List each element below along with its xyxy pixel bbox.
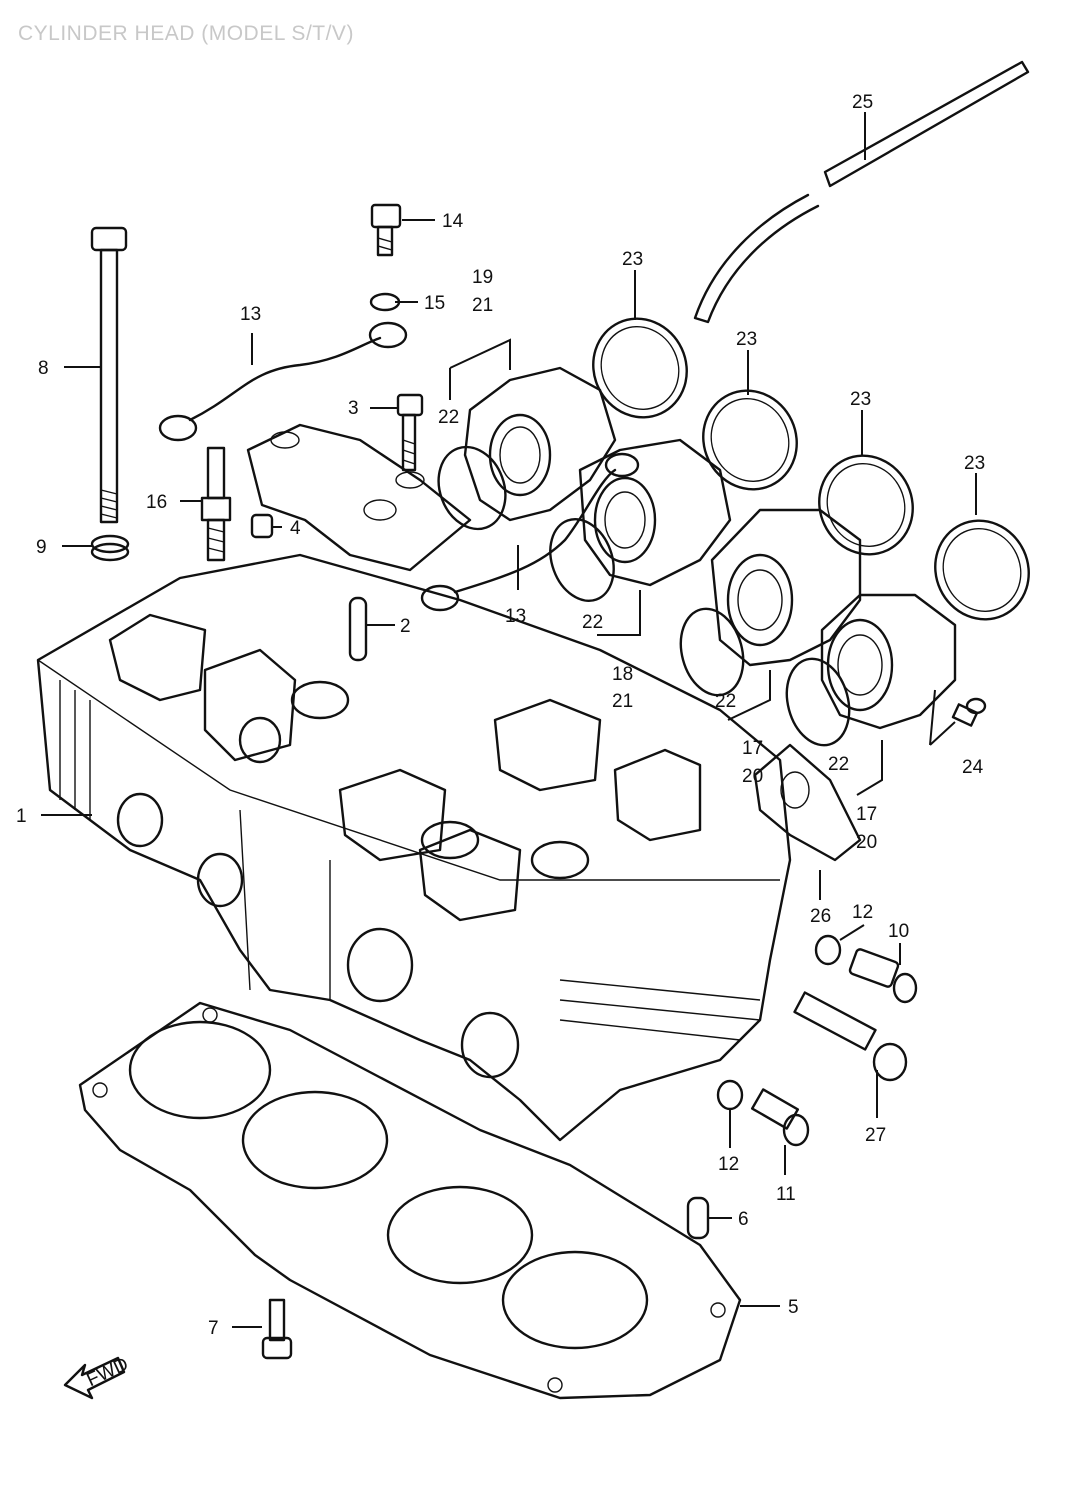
washer-9 bbox=[90, 534, 130, 562]
callout-12-lower: 12 bbox=[718, 1154, 739, 1175]
oil-pipe-lower bbox=[420, 452, 640, 612]
callout-24: 24 bbox=[962, 757, 984, 778]
callout-1: 1 bbox=[16, 806, 27, 827]
callout-5: 5 bbox=[788, 1297, 799, 1318]
callout-23-d: 23 bbox=[964, 453, 985, 474]
callout-7: 7 bbox=[208, 1318, 219, 1339]
callout-26: 26 bbox=[810, 906, 831, 927]
callout-15: 15 bbox=[424, 293, 445, 314]
bolt-27 bbox=[793, 991, 908, 1082]
dowel-pin-6 bbox=[686, 1196, 710, 1240]
callout-25: 25 bbox=[852, 92, 873, 113]
callout-6: 6 bbox=[738, 1209, 749, 1230]
spark-plug bbox=[200, 446, 232, 562]
o-ring-22-d bbox=[785, 657, 851, 747]
o-ring-22-b bbox=[549, 518, 615, 602]
bolt-11 bbox=[750, 1088, 810, 1147]
callout-2: 2 bbox=[400, 616, 411, 637]
o-ring-22-a bbox=[437, 445, 507, 531]
forward-arrow-label: FWD bbox=[84, 1354, 132, 1391]
intake-pipe-3 bbox=[710, 508, 862, 667]
callout-9: 9 bbox=[36, 537, 47, 558]
callout-22-a: 22 bbox=[438, 407, 459, 428]
callout-22-d: 22 bbox=[828, 754, 849, 775]
callout-22-b: 22 bbox=[582, 612, 603, 633]
callout-14: 14 bbox=[442, 211, 464, 232]
washer-12-lower bbox=[716, 1079, 744, 1111]
intake-pipe-2 bbox=[578, 438, 732, 587]
clamp-23-b bbox=[702, 389, 798, 491]
head-bolt bbox=[90, 226, 128, 524]
o-ring-22-c bbox=[679, 607, 745, 697]
callout-3: 3 bbox=[348, 398, 359, 419]
callout-20-b: 20 bbox=[856, 832, 877, 853]
washer-12-upper bbox=[814, 934, 842, 966]
callout-23-a: 23 bbox=[622, 249, 643, 270]
washer-15 bbox=[369, 292, 401, 312]
callouts: 1 2 3 4 5 6 7 8 9 10 11 12 12 13 13 14 1… bbox=[16, 92, 985, 1339]
dowel-pin-4 bbox=[250, 513, 274, 539]
callout-8: 8 bbox=[38, 358, 49, 379]
callout-13-upper: 13 bbox=[240, 304, 261, 325]
clamp-23-a bbox=[592, 317, 688, 419]
callout-23-c: 23 bbox=[850, 389, 871, 410]
callout-16: 16 bbox=[146, 492, 167, 513]
clamp-23-c bbox=[818, 454, 914, 556]
callout-10: 10 bbox=[888, 921, 909, 942]
callout-21-b: 21 bbox=[612, 691, 633, 712]
head-gasket bbox=[78, 1001, 742, 1400]
leader-lines bbox=[41, 112, 977, 1328]
clamp-23-d bbox=[934, 519, 1030, 621]
callout-13-lower: 13 bbox=[505, 606, 526, 627]
callout-21-a: 21 bbox=[472, 295, 493, 316]
callout-4: 4 bbox=[290, 518, 301, 539]
callout-18: 18 bbox=[612, 664, 633, 685]
bolt-7 bbox=[261, 1298, 293, 1360]
callout-17-a: 17 bbox=[742, 738, 763, 759]
forward-arrow-icon: FWD bbox=[63, 1354, 132, 1400]
intake-pipe-4 bbox=[820, 593, 957, 730]
callout-19: 19 bbox=[472, 267, 493, 288]
intake-pipe-1 bbox=[463, 366, 617, 522]
bolt-3 bbox=[396, 393, 424, 472]
callout-23-b: 23 bbox=[736, 329, 757, 350]
callout-20-a: 20 bbox=[742, 766, 763, 787]
oil-pipe-upper bbox=[158, 321, 408, 442]
callout-12-upper: 12 bbox=[852, 902, 873, 923]
camshaft-holder bbox=[246, 423, 472, 572]
diagram-title: CYLINDER HEAD (MODEL S/T/V) bbox=[18, 22, 354, 45]
callout-22-c: 22 bbox=[715, 691, 736, 712]
cylinder-head-body bbox=[36, 553, 792, 1142]
callout-17-b: 17 bbox=[856, 804, 877, 825]
plate-26 bbox=[753, 743, 862, 862]
bolt-10 bbox=[848, 948, 918, 1004]
breather-hose bbox=[693, 60, 1030, 324]
callout-27: 27 bbox=[865, 1125, 886, 1146]
callout-11: 11 bbox=[776, 1184, 796, 1205]
screw-24 bbox=[951, 697, 987, 727]
bolt-14 bbox=[370, 203, 402, 257]
